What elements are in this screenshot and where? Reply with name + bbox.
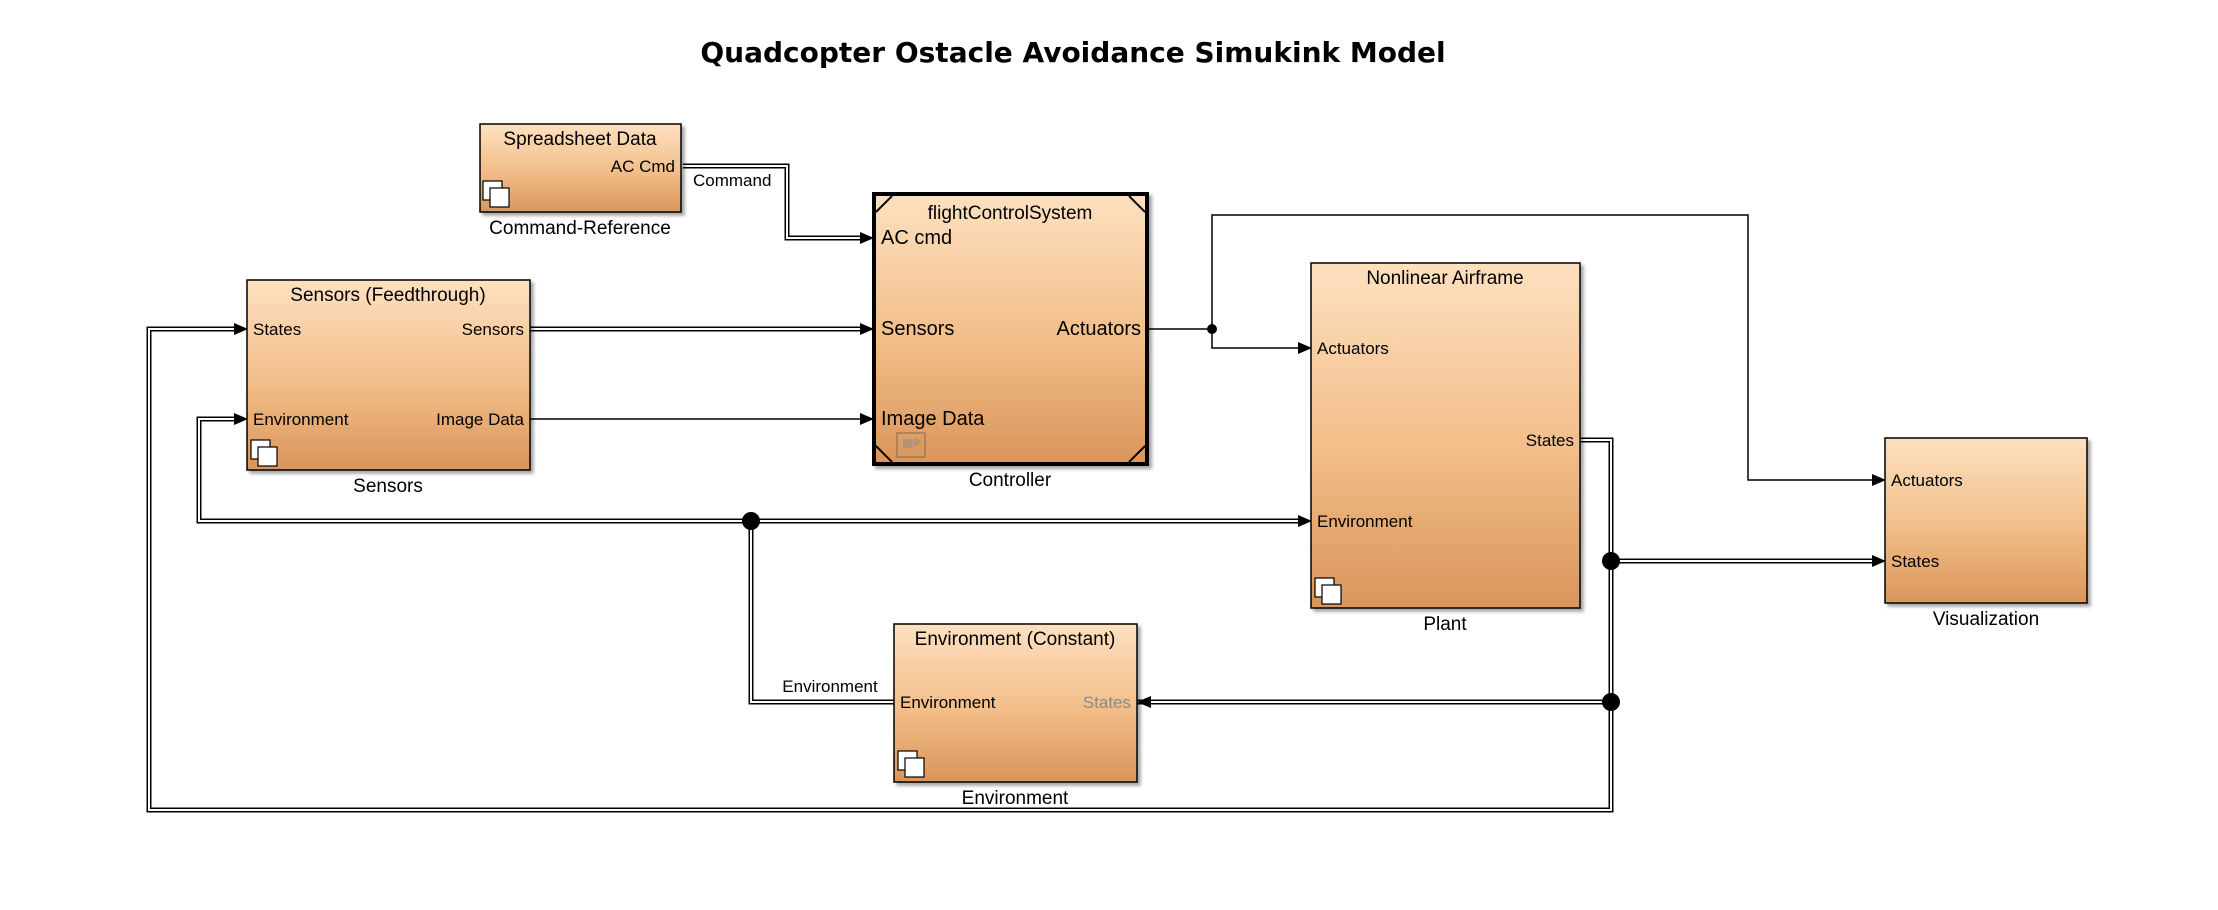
- command-bus-line[interactable]: [683, 163, 860, 241]
- controller-title: flightControlSystem: [928, 203, 1093, 224]
- controller-block[interactable]: flightControlSystem AC cmd Sensors Image…: [872, 192, 1149, 491]
- model-reference-icon: [896, 432, 926, 458]
- controller-port-actuators: Actuators: [1057, 318, 1141, 340]
- visualization-port-actuators: Actuators: [1891, 471, 1963, 490]
- plant-port-actuators: Actuators: [1317, 339, 1389, 358]
- model-reference-corners: [875, 195, 1146, 463]
- spreadsheet-data-block[interactable]: Spreadsheet Data AC Cmd Command-Referenc…: [479, 123, 682, 239]
- subsystem-icon: [897, 750, 925, 778]
- states-bus-line[interactable]: [146, 326, 1872, 813]
- environment-block-name: Environment: [962, 788, 1069, 809]
- environment-block[interactable]: Environment (Constant) Environment State…: [893, 623, 1138, 809]
- controller-block-name: Controller: [969, 470, 1052, 491]
- signal-lines: [146, 163, 1872, 813]
- plant-block-name: Plant: [1423, 614, 1467, 635]
- controller-port-ac-cmd: AC cmd: [881, 227, 952, 249]
- spreadsheet-block-name: Command-Reference: [489, 218, 671, 239]
- environment-branch-point: [742, 512, 760, 530]
- controller-port-image-data: Image Data: [881, 408, 985, 430]
- spreadsheet-port-ac-cmd: AC Cmd: [611, 157, 675, 176]
- environment-signal-label: Environment: [782, 677, 878, 696]
- plant-port-states: States: [1526, 431, 1574, 450]
- environment-bus-line[interactable]: [196, 416, 1298, 705]
- subsystem-icon: [250, 439, 278, 467]
- controller-port-sensors: Sensors: [881, 318, 954, 340]
- sensors-port-states: States: [253, 320, 301, 339]
- actuators-branch-point: [1207, 324, 1217, 334]
- sensors-block-name: Sensors: [353, 476, 423, 497]
- spreadsheet-title: Spreadsheet Data: [503, 129, 657, 150]
- sensors-port-sensors: Sensors: [462, 320, 524, 339]
- plant-block[interactable]: Nonlinear Airframe Actuators Environment…: [1310, 262, 1581, 635]
- arrowheads: [234, 232, 1886, 708]
- plant-port-environment: Environment: [1317, 512, 1413, 531]
- sensors-block[interactable]: Sensors (Feedthrough) States Environment…: [246, 279, 531, 497]
- environment-title: Environment (Constant): [915, 629, 1116, 650]
- visualization-port-states: States: [1891, 552, 1939, 571]
- plant-title: Nonlinear Airframe: [1366, 268, 1523, 289]
- states-branch-point-env: [1602, 693, 1620, 711]
- sensors-port-environment: Environment: [253, 410, 349, 429]
- command-signal-label: Command: [693, 171, 771, 190]
- subsystem-icon: [482, 180, 510, 208]
- states-branch-point-viz: [1602, 552, 1620, 570]
- actuators-line-plant[interactable]: [1147, 328, 1298, 349]
- sensors-port-image-data: Image Data: [436, 410, 524, 429]
- environment-port-environment: Environment: [900, 693, 996, 712]
- actuators-line-viz[interactable]: [1211, 214, 1872, 481]
- sensors-title: Sensors (Feedthrough): [290, 285, 485, 306]
- diagram-title: Quadcopter Ostacle Avoidance Simukink Mo…: [700, 36, 1445, 69]
- subsystem-icon: [1314, 577, 1342, 605]
- junctions: [742, 324, 1620, 711]
- visualization-block[interactable]: Actuators States Visualization: [1884, 437, 2088, 630]
- environment-port-states: States: [1083, 693, 1131, 712]
- visualization-block-name: Visualization: [1933, 609, 2039, 630]
